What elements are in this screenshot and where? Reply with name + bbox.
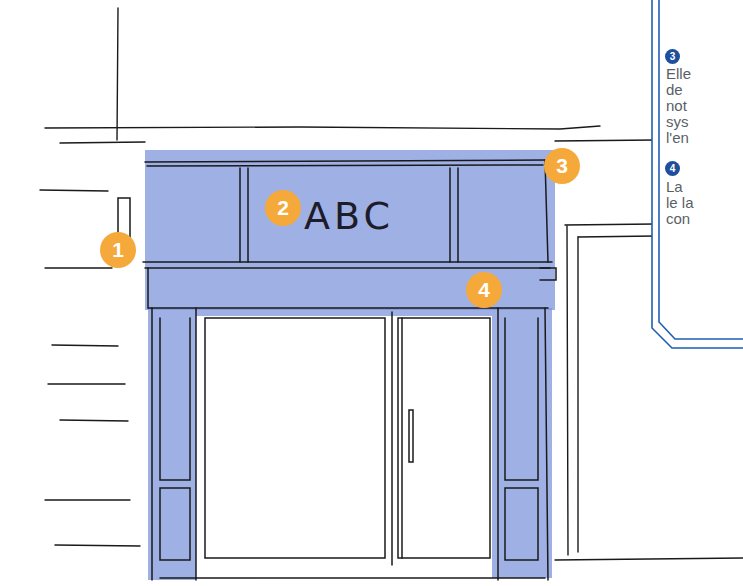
- sign-lettering: ABC: [304, 194, 394, 238]
- panel-body: La le la con: [666, 179, 696, 227]
- panel-outline: [648, 0, 743, 355]
- callout-number: 4: [466, 272, 502, 308]
- panel-number: 4: [665, 161, 680, 176]
- panel-body: Elle de not sys l'en: [666, 66, 696, 146]
- callout-number: 2: [265, 190, 301, 226]
- info-panel: 3Elle de not sys l'en 4 La le la con: [648, 0, 743, 355]
- panel-number: 3: [665, 49, 680, 64]
- callout-number: 3: [544, 148, 580, 184]
- callout-number: 1: [100, 232, 136, 268]
